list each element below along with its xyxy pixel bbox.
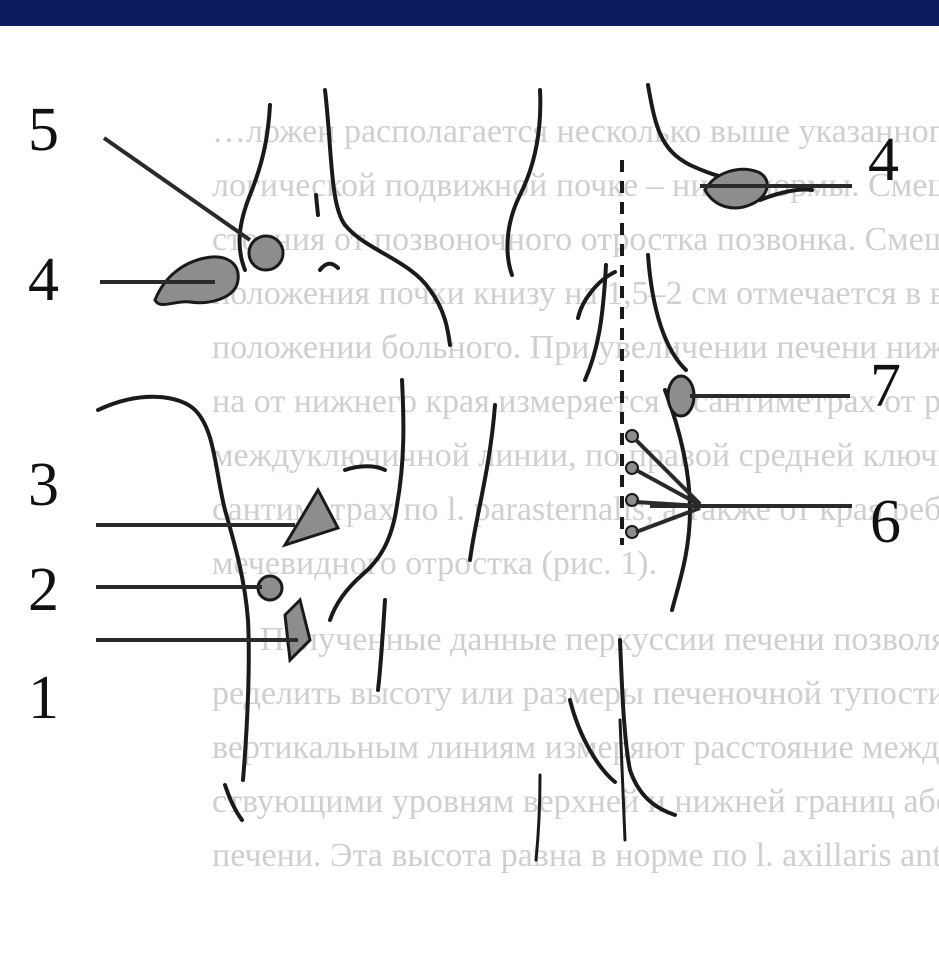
background-text-line: на от нижнего края измеряется в сантимет… [212,383,939,420]
background-text-line: стояния от позвоночного отростка позвонк… [212,221,939,258]
background-text-line: …ложен располагается несколько выше указ… [212,113,939,150]
label-1: 1 [28,664,59,732]
label-4-right: 4 [868,126,899,194]
label-5: 5 [28,96,59,164]
node-dot [626,494,638,506]
background-text-line: печени. Эта высота равна в норме по l. a… [212,837,939,874]
background-text-line: междуключичной линии, по правой средней … [212,437,939,474]
mark-tick [316,195,318,215]
label-4-left: 4 [28,246,59,314]
label-6: 6 [870,488,901,556]
background-text-line: вертикальным линиям измеряют расстояние … [212,729,939,766]
organ-5-node [249,236,283,270]
label-2: 2 [28,556,59,624]
mark-curl [320,264,338,270]
background-text-line: ределить высоту или размеры печеночной т… [212,675,939,712]
background-text-line: положения почки книзу на 1,5–2 см отмеча… [212,275,939,312]
label-3: 3 [28,451,59,519]
right-lower-left [470,405,495,560]
background-text-line: положении больного. При увеличении печен… [212,329,939,366]
label-7: 7 [870,352,901,420]
background-text-line: мечевидного отростка (рис. 1). [212,545,657,582]
background-text-line: ствующими уровням верхней и нижней грани… [212,783,939,820]
background-text-line: Полученные данные перкуссии печени позво… [260,621,939,658]
